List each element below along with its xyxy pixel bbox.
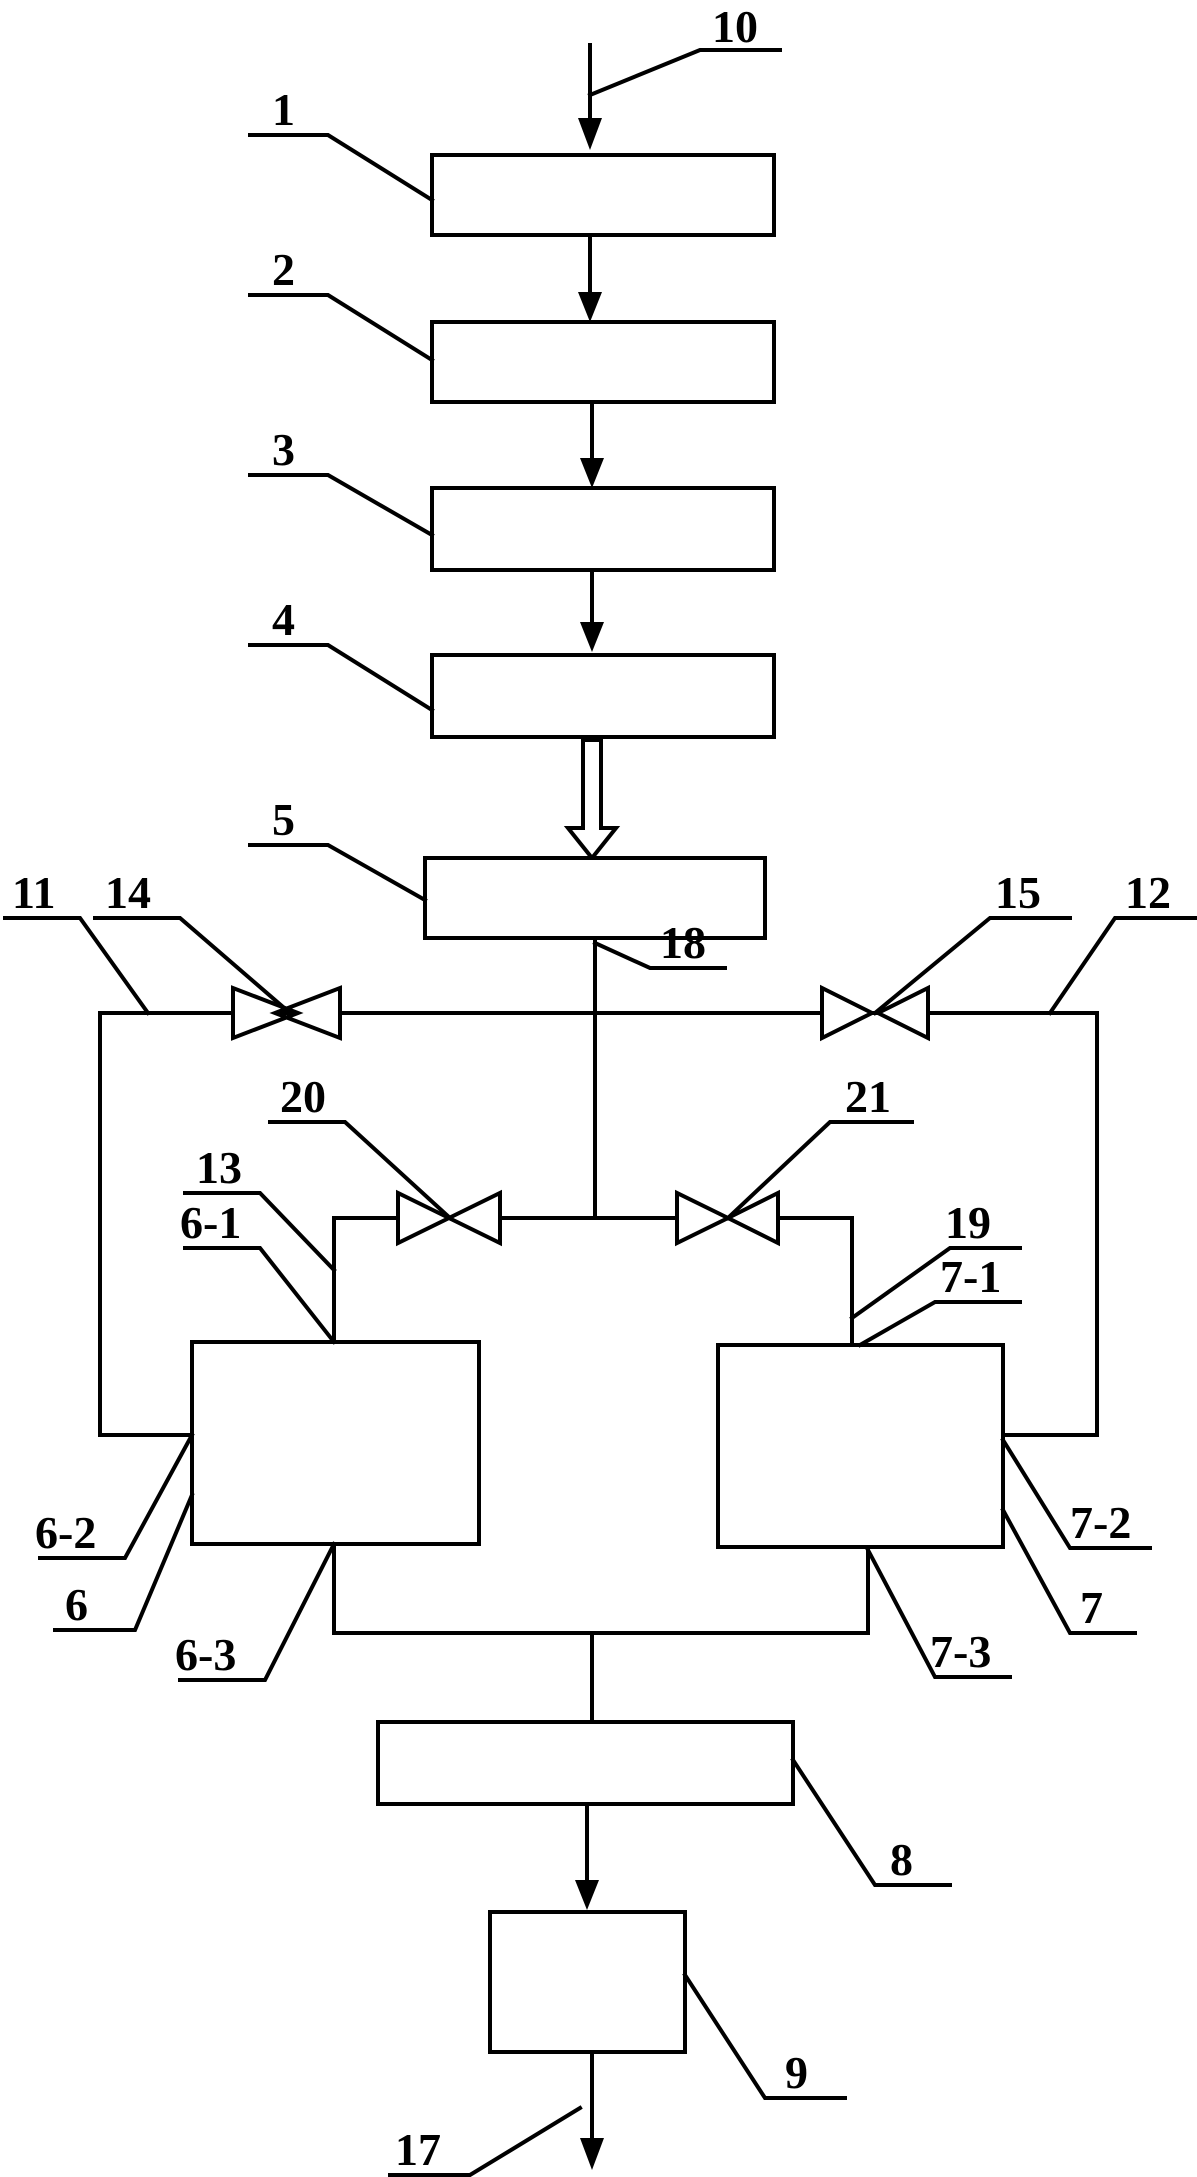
arrowhead-3-4 [580,622,604,652]
valve-15 [820,984,930,1042]
leader-7-2 [1000,1437,1152,1550]
label-6-2: 6-2 [35,1507,96,1558]
unit-9-box [488,1910,687,2054]
label-8: 8 [890,1834,913,1885]
label-10: 10 [712,1,758,52]
unit-8-box [376,1720,795,1806]
leader-5 [248,843,428,903]
unit-5-box [423,856,767,940]
label-6-3: 6-3 [175,1629,236,1680]
label-3: 3 [272,424,295,475]
label-11: 11 [12,867,55,918]
leader-2 [248,293,435,363]
leader-13 [183,1191,337,1273]
outlet-lines [332,1542,870,1635]
leader-8 [790,1757,952,1887]
leader-20 [268,1120,453,1221]
leader-1 [248,133,435,203]
label-7-1: 7-1 [940,1251,1001,1302]
arrowhead-8-9 [575,1880,599,1910]
leader-18 [592,940,727,970]
label-19: 19 [945,1197,991,1248]
label-9: 9 [785,2047,808,2098]
leader-6-3 [178,1541,337,1682]
leader-7 [1000,1507,1137,1635]
leader-7-3 [865,1547,1012,1679]
leader-6-1 [183,1246,337,1345]
leader-21 [725,1120,914,1221]
hollow-arrow-4-5 [563,738,621,862]
tank-6-box [190,1340,481,1546]
outlet-arrowhead [580,2138,604,2170]
leader-12 [1047,916,1197,1016]
leader-9 [682,1972,847,2100]
label-7: 7 [1080,1582,1103,1633]
label-7-2: 7-2 [1070,1497,1131,1548]
leader-7-1 [857,1300,1022,1348]
unit-1-box [430,153,776,237]
arrowhead-1-2 [578,292,602,322]
label-6: 6 [65,1579,88,1630]
label-5: 5 [272,794,295,845]
arrowhead-2-3 [580,458,604,488]
unit-4-box [430,653,776,739]
label-2: 2 [272,244,295,295]
tank-7-box [716,1343,1005,1549]
leader-14 [93,916,293,1016]
label-20: 20 [280,1071,326,1122]
label-14: 14 [105,867,151,918]
leader-4 [248,643,435,713]
label-1: 1 [272,84,295,135]
leader-17 [388,2105,583,2177]
leader-6 [53,1492,195,1632]
leader-19 [849,1246,1022,1321]
valve-14 [231,985,342,1041]
label-13: 13 [196,1142,242,1193]
inlet-arrowhead [578,118,602,150]
leader-15 [872,916,1072,1016]
label-7-3: 7-3 [930,1626,991,1677]
unit-2-box [430,320,776,404]
leader-6-2 [38,1432,195,1560]
label-17: 17 [395,2124,441,2175]
leader-11 [3,916,151,1016]
bypass-line-11 [98,1011,194,1437]
bypass-line-12 [1001,1011,1099,1437]
leader-10 [587,48,782,98]
label-6-1: 6-1 [180,1197,241,1248]
leader-3 [248,473,435,538]
label-4: 4 [272,594,295,645]
label-12: 12 [1125,867,1171,918]
label-21: 21 [845,1071,891,1122]
label-18: 18 [660,917,706,968]
label-15: 15 [995,867,1041,918]
unit-3-box [430,486,776,572]
